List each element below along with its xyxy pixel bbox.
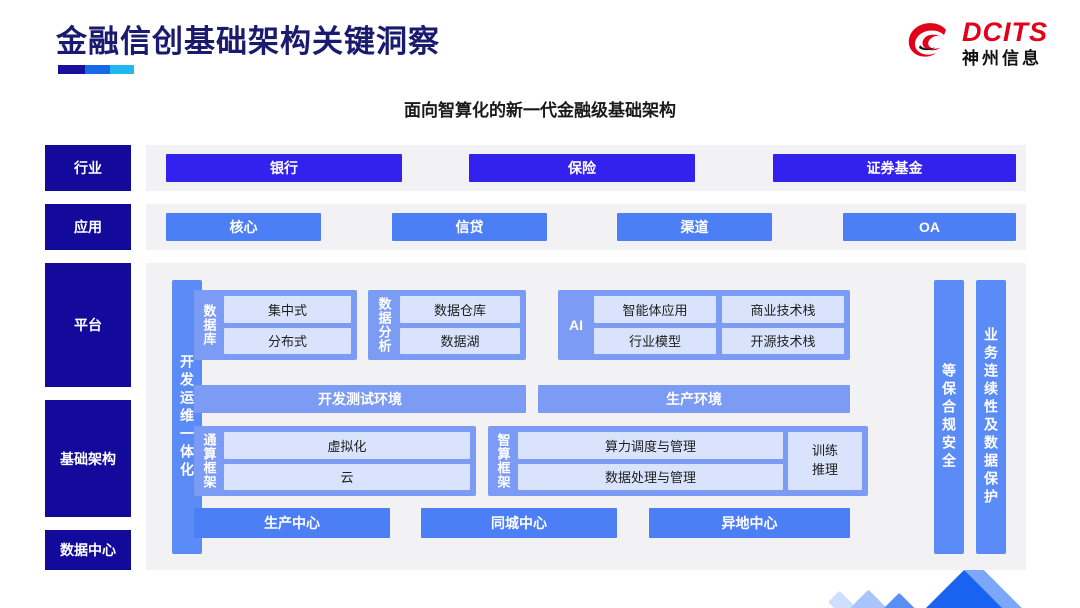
industry-item-insurance[interactable]: 保险 (469, 154, 695, 182)
page-title: 金融信创基础架构关键洞察 (56, 24, 440, 59)
cell-compute-scheduling[interactable]: 算力调度与管理 (518, 432, 783, 459)
group-intelligent-compute-framework[interactable]: 智算框架 算力调度与管理 数据处理与管理 训练 推理 (488, 426, 868, 496)
application-item-core[interactable]: 核心 (166, 213, 321, 241)
cell-data-processing[interactable]: 数据处理与管理 (518, 463, 783, 490)
group-database[interactable]: 数据库 集中式 分布式 (194, 290, 357, 360)
cell-data-warehouse[interactable]: 数据仓库 (400, 296, 520, 323)
cell-virtualization[interactable]: 虚拟化 (224, 432, 470, 459)
datacenter-metro[interactable]: 同城中心 (421, 508, 617, 538)
cell-industry-model[interactable]: 行业模型 (594, 327, 716, 354)
application-item-channel[interactable]: 渠道 (617, 213, 772, 241)
group-data-analysis[interactable]: 数据分析 数据仓库 数据湖 (368, 290, 526, 360)
group-caption-general-framework: 通算框架 (201, 433, 217, 489)
cell-opensource-tech-stack[interactable]: 开源技术栈 (722, 327, 844, 354)
logo-text-cn: 神州信息 (962, 49, 1042, 68)
group-ai[interactable]: AI 智能体应用 商业技术栈 行业模型 开源技术栈 (558, 290, 850, 360)
env-bar-dev-test[interactable]: 开发测试环境 (194, 385, 526, 413)
datacenter-remote[interactable]: 异地中心 (649, 508, 850, 538)
brand-logo: DCITS 神州信息 (904, 18, 1048, 68)
industry-row-panel: 银行 保险 证券基金 (146, 145, 1026, 191)
cell-commercial-tech-stack[interactable]: 商业技术栈 (722, 296, 844, 323)
cell-train-label: 训练 (811, 443, 838, 459)
application-item-credit[interactable]: 信贷 (392, 213, 547, 241)
cell-centralized[interactable]: 集中式 (224, 296, 351, 323)
title-underline-bar (58, 65, 134, 74)
group-caption-intelligent-framework: 智算框架 (495, 433, 511, 489)
logo-text-en: DCITS (962, 17, 1048, 47)
row-label-platform: 平台 (45, 263, 131, 387)
industry-item-bank[interactable]: 银行 (166, 154, 402, 182)
env-bar-production[interactable]: 生产环境 (538, 385, 850, 413)
cell-train-infer[interactable]: 训练 推理 (788, 432, 862, 490)
group-caption-data-analysis: 数据分析 (376, 297, 392, 353)
application-item-oa[interactable]: OA (843, 213, 1016, 241)
dcits-swirl-icon (904, 18, 954, 68)
platform-main-panel: 开发运维一体化 等保合规安全 业务连续性及数据保护 数据库 集中式 分布式 数据… (146, 263, 1026, 570)
industry-item-securities-fund[interactable]: 证券基金 (773, 154, 1016, 182)
row-label-application: 应用 (45, 204, 131, 250)
row-label-datacenter: 数据中心 (45, 530, 131, 570)
vertical-bar-security-compliance[interactable]: 等保合规安全 (934, 280, 964, 554)
cell-cloud[interactable]: 云 (224, 463, 470, 490)
row-label-infrastructure: 基础架构 (45, 400, 131, 517)
datacenter-production[interactable]: 生产中心 (194, 508, 390, 538)
cell-infer-label: 推理 (811, 462, 838, 477)
slide-subtitle: 面向智算化的新一代金融级基础架构 (404, 101, 676, 120)
group-caption-ai: AI (569, 317, 583, 333)
group-caption-database: 数据库 (201, 304, 217, 346)
application-row-panel: 核心 信贷 渠道 OA (146, 204, 1026, 250)
row-label-industry: 行业 (45, 145, 131, 191)
cell-distributed[interactable]: 分布式 (224, 327, 351, 354)
cell-agent-application[interactable]: 智能体应用 (594, 296, 716, 323)
vertical-bar-business-continuity[interactable]: 业务连续性及数据保护 (976, 280, 1006, 554)
group-general-compute-framework[interactable]: 通算框架 虚拟化 云 (194, 426, 476, 496)
cell-data-lake[interactable]: 数据湖 (400, 327, 520, 354)
